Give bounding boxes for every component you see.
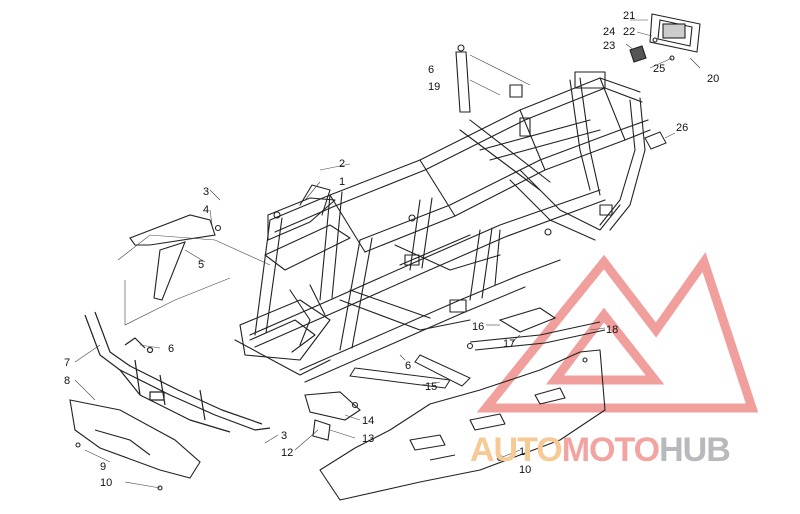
- callout-1: 1: [339, 176, 345, 188]
- watermark-text: AUTOMOTOHUB: [470, 431, 731, 470]
- callout-3-top: 3: [203, 186, 209, 198]
- engine-mount: [304, 391, 361, 441]
- callout-24: 24: [603, 26, 615, 38]
- tail-light-assembly: [629, 13, 701, 63]
- callout-21: 21: [623, 10, 635, 22]
- center-foot-plates: [349, 354, 471, 389]
- watermark-logo: [476, 252, 759, 413]
- watermark-auto: AUTO: [470, 431, 563, 469]
- callout-23: 23: [603, 40, 615, 52]
- callout-13: 13: [362, 433, 374, 445]
- callout-17: 17: [503, 338, 515, 350]
- callout-3-bottom: 3: [281, 430, 287, 442]
- callout-14: 14: [362, 415, 374, 427]
- callout-11: 11: [519, 446, 530, 458]
- rear-bracket: [466, 307, 606, 351]
- callout-labels: 21 22 24 23 25 20 6 19 26 2 1 3 4 5 7 6 …: [64, 10, 719, 489]
- front-brackets: [129, 214, 222, 301]
- callout-6-left: 6: [168, 343, 174, 355]
- callout-20: 20: [707, 73, 719, 85]
- callout-9: 9: [100, 461, 106, 473]
- front-bumper: [84, 311, 271, 433]
- callout-12: 12: [281, 447, 293, 459]
- callout-19: 19: [428, 81, 440, 93]
- callout-8: 8: [64, 375, 70, 387]
- callout-7: 7: [64, 357, 70, 369]
- callout-22: 22: [623, 26, 635, 38]
- callout-16: 16: [472, 321, 484, 333]
- reflector-plate: [644, 131, 667, 150]
- main-skid-plate: [319, 349, 606, 501]
- watermark-moto: MOTO: [561, 431, 660, 469]
- callout-15: 15: [425, 381, 437, 393]
- atv-main-frame: [234, 71, 651, 383]
- callout-2: 2: [339, 158, 345, 170]
- callout-5: 5: [198, 259, 204, 271]
- callout-18: 18: [606, 324, 618, 336]
- callout-6-top: 6: [428, 64, 434, 76]
- front-skid-plate: [69, 399, 201, 491]
- callout-6-center: 6: [405, 360, 411, 372]
- callout-10-left: 10: [100, 477, 112, 489]
- callout-25: 25: [653, 63, 665, 75]
- rear-strap: [455, 44, 471, 113]
- callout-26: 26: [676, 122, 688, 134]
- watermark-hub: HUB: [659, 431, 731, 469]
- callout-4: 4: [203, 204, 209, 216]
- callout-10-right: 10: [519, 464, 531, 476]
- leader-lines: [74, 19, 701, 489]
